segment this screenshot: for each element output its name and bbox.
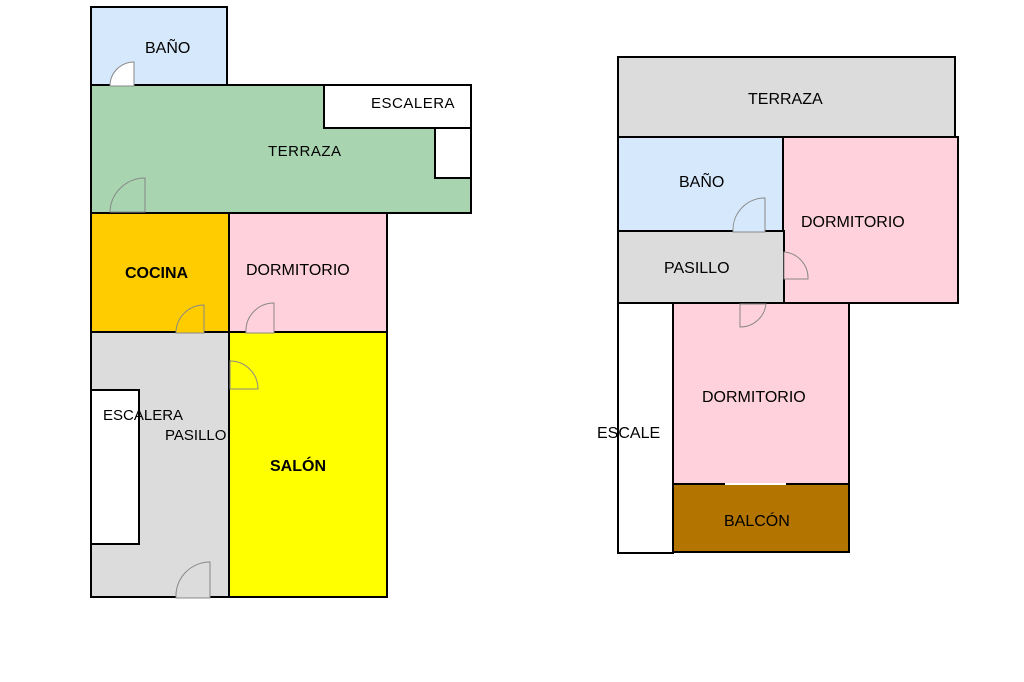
label-escalera-right: ESCALE bbox=[597, 426, 661, 442]
label-dormitorio-top-right: DORMITORIO bbox=[801, 214, 905, 231]
label-salon-left: SALÓN bbox=[270, 458, 326, 475]
label-terraza-left: TERRAZA bbox=[268, 143, 342, 160]
label-balcon-right: BALCÓN bbox=[724, 513, 790, 530]
label-dormitorio-left: DORMITORIO bbox=[246, 262, 350, 279]
label-dormitorio-bottom-right: DORMITORIO bbox=[702, 389, 806, 406]
room-dormitorio-bottom-right bbox=[672, 302, 850, 486]
label-escalera-top-left: ESCALERA bbox=[371, 95, 456, 112]
room-dormitorio-top-right bbox=[782, 136, 959, 304]
escalera-notch-left bbox=[434, 127, 472, 179]
room-pasillo-right bbox=[617, 230, 785, 304]
room-escalera-top-left bbox=[323, 84, 472, 129]
label-pasillo-vertical-left: PASILLO bbox=[165, 428, 226, 443]
label-bano-right: BAÑO bbox=[679, 174, 725, 191]
label-bano-left: BAÑO bbox=[145, 40, 191, 57]
room-escalera-right bbox=[617, 302, 674, 554]
label-terraza-right: TERRAZA bbox=[748, 91, 823, 108]
label-cocina-left: COCINA bbox=[125, 265, 189, 282]
room-escalera-vertical-left bbox=[90, 389, 140, 545]
label-escalera-vertical-left: ESCALERA bbox=[103, 408, 183, 423]
room-balcon-right bbox=[672, 483, 850, 553]
label-pasillo-right: PASILLO bbox=[664, 260, 730, 277]
